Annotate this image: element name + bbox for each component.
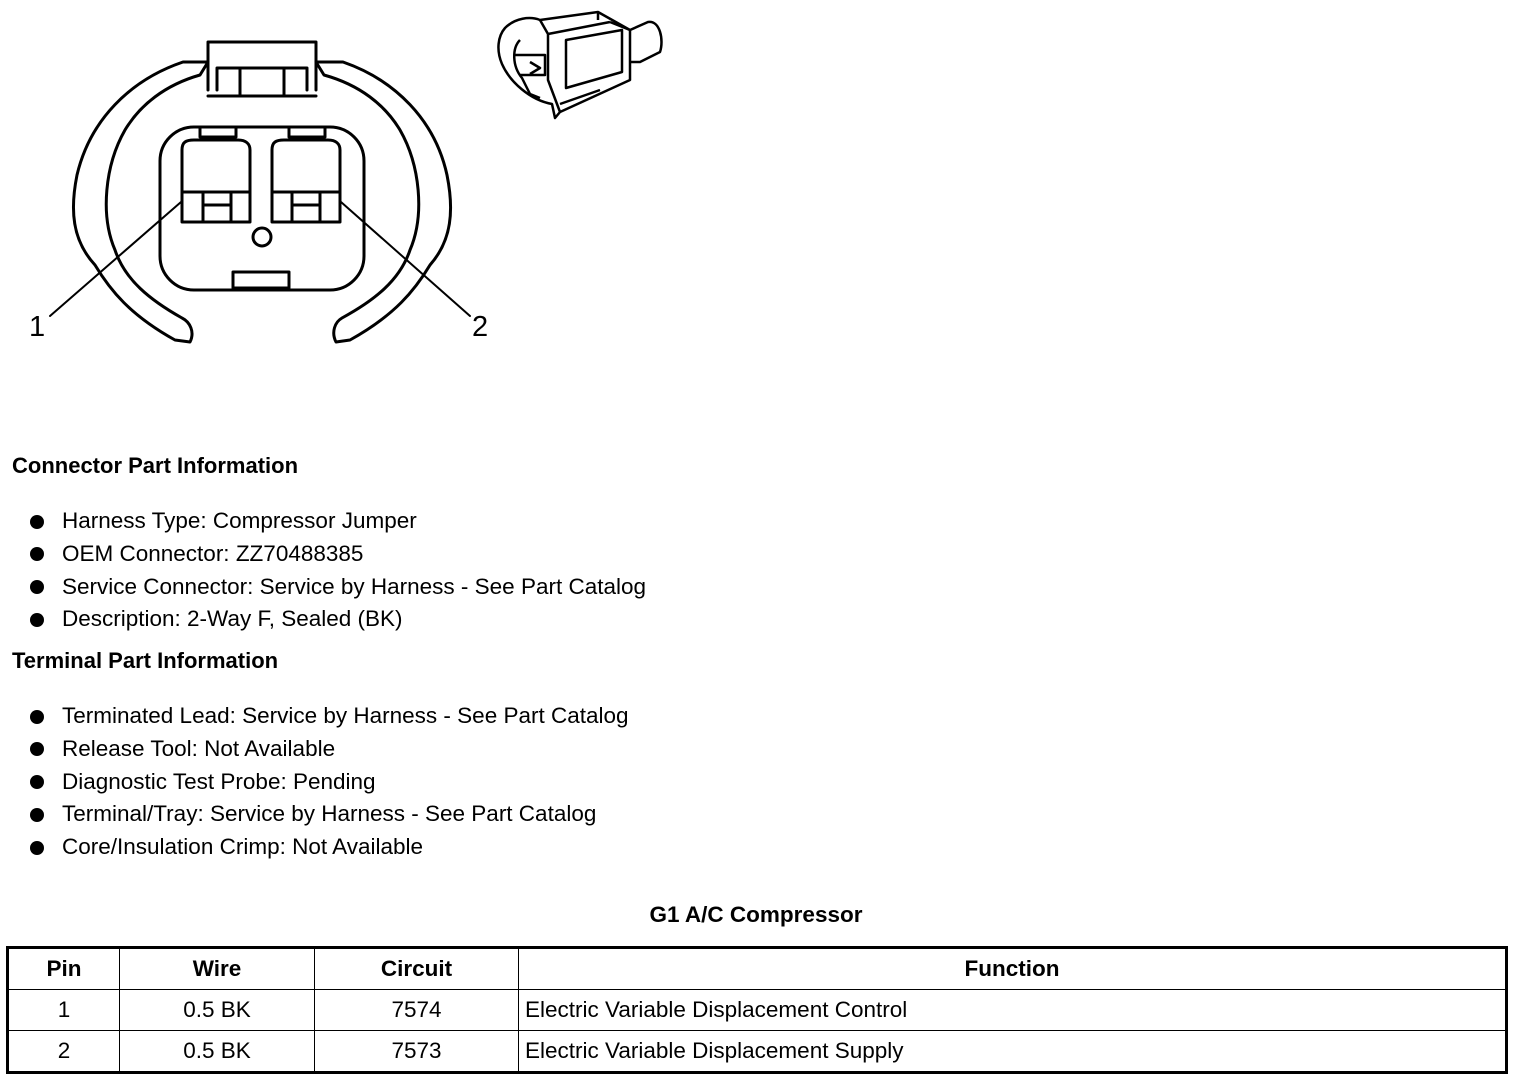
header-pin: Pin [7, 947, 120, 990]
header-circuit: Circuit [314, 947, 519, 990]
list-item: Service Connector: Service by Harness - … [28, 571, 646, 604]
cell-pin: 2 [7, 1030, 120, 1073]
list-item-text: Release Tool: Not Available [62, 735, 336, 761]
table-header-row: Pin Wire Circuit Function [7, 947, 1507, 990]
leader-line-2 [340, 201, 471, 317]
list-item-text: Diagnostic Test Probe: Pending [62, 768, 376, 794]
terminal-part-info-list: Terminated Lead: Service by Harness - Se… [28, 700, 629, 864]
latch-tab [206, 40, 318, 92]
list-item: Diagnostic Test Probe: Pending [28, 766, 629, 799]
list-item: Harness Type: Compressor Jumper [28, 505, 646, 538]
bullet-icon [30, 840, 44, 855]
bullet-icon [30, 547, 44, 562]
pin-2-label: 2 [472, 311, 489, 343]
list-item: Terminal/Tray: Service by Harness - See … [28, 798, 629, 831]
cell-function: Electric Variable Displacement Control [518, 989, 1507, 1031]
bullet-icon [30, 709, 44, 724]
table-row: 2 0.5 BK 7573 Electric Variable Displace… [7, 1030, 1507, 1073]
list-item-text: Terminated Lead: Service by Harness - Se… [62, 703, 629, 728]
bullet-icon [30, 742, 44, 757]
bullet-icon [30, 775, 44, 790]
header-wire: Wire [119, 947, 315, 990]
list-item-text: Harness Type: Compressor Jumper [62, 508, 417, 533]
cell-circuit: 7573 [314, 1030, 519, 1073]
cell-circuit: 7574 [314, 989, 519, 1031]
bottom-key [231, 270, 291, 290]
terminal-2 [270, 138, 342, 224]
cell-function: Electric Variable Displacement Supply [518, 1030, 1507, 1073]
list-item: OEM Connector: ZZ70488385 [28, 538, 646, 571]
outer-shell-left [71, 60, 210, 344]
cell-pin: 1 [7, 989, 120, 1031]
table-row: 1 0.5 BK 7574 Electric Variable Displace… [7, 989, 1507, 1031]
bullet-icon [30, 580, 44, 595]
header-function: Function [518, 947, 1507, 990]
terminal-part-info-heading: Terminal Part Information [12, 648, 279, 673]
list-item-text: Service Connector: Service by Harness - … [62, 573, 647, 599]
leader-line-1 [49, 201, 182, 317]
center-hole [251, 226, 273, 248]
outer-shell-right [314, 60, 453, 344]
table-title: G1 A/C Compressor [649, 902, 863, 927]
connector-face-diagram [49, 10, 663, 344]
list-item-text: Description: 2-Way F, Sealed (BK) [62, 606, 403, 632]
terminal-1 [180, 138, 252, 224]
connector-iso-view [497, 10, 663, 120]
bullet-icon [30, 514, 44, 529]
bullet-icon [30, 612, 44, 627]
connector-part-info-heading: Connector Part Information [12, 453, 299, 478]
list-item: Core/Insulation Crimp: Not Available [28, 831, 629, 864]
cell-wire: 0.5 BK [119, 1030, 315, 1073]
list-item-text: Core/Insulation Crimp: Not Available [62, 834, 424, 860]
list-item: Description: 2-Way F, Sealed (BK) [28, 603, 646, 636]
pin-table: Pin Wire Circuit Function 1 0.5 BK 7574 … [6, 946, 1508, 1074]
bullet-icon [30, 807, 44, 822]
terminal-cavity [158, 125, 366, 292]
list-item: Terminated Lead: Service by Harness - Se… [28, 700, 629, 733]
cell-wire: 0.5 BK [119, 989, 315, 1031]
list-item-text: Terminal/Tray: Service by Harness - See … [62, 801, 597, 827]
connector-part-info-list: Harness Type: Compressor Jumper OEM Conn… [28, 505, 646, 636]
list-item-text: OEM Connector: ZZ70488385 [62, 540, 364, 566]
list-item: Release Tool: Not Available [28, 733, 629, 766]
pin-1-label: 1 [29, 311, 46, 343]
